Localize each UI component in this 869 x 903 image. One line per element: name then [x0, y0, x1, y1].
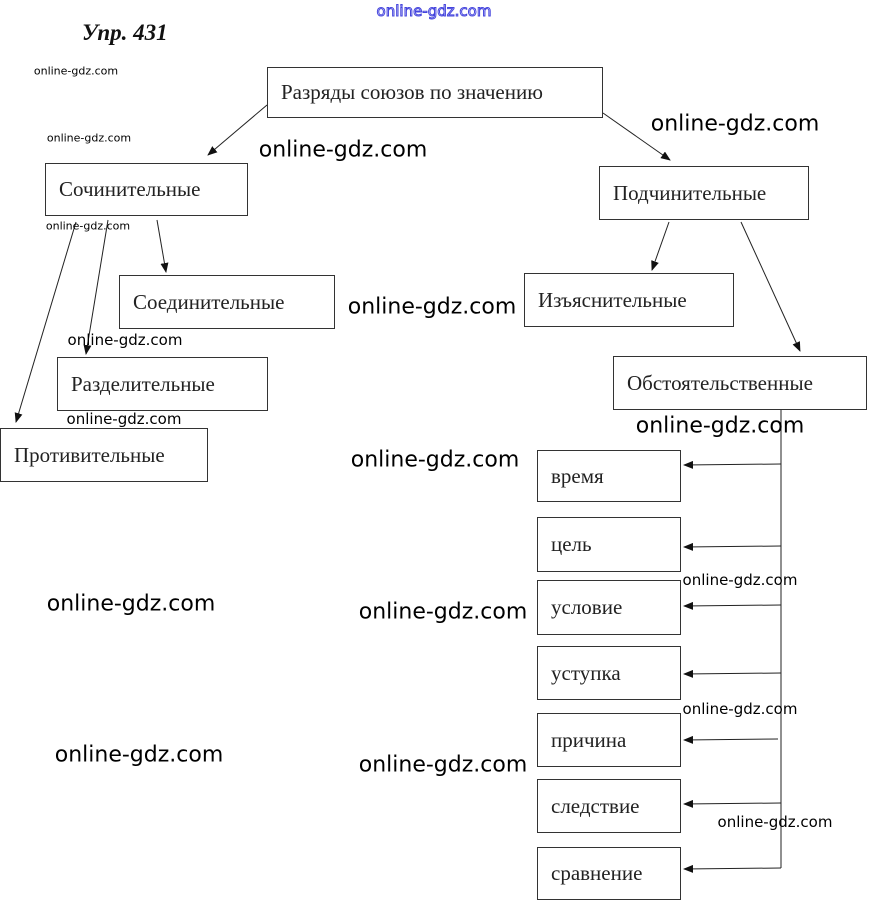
watermark: online-gdz.com — [347, 294, 517, 320]
exercise-title: Упр. 431 — [82, 20, 168, 45]
circumstantial-node: Обстоятельственные — [613, 356, 867, 410]
root-node: Разряды союзов по значению — [267, 67, 603, 118]
arrow-condition — [683, 601, 782, 610]
coordinating-node: Сочинительные — [45, 163, 248, 216]
arrow-concession — [683, 669, 782, 678]
watermark: online-gdz.com — [650, 111, 820, 137]
explanatory-node: Изъяснительные — [524, 273, 734, 327]
arrow-consequence — [683, 799, 782, 808]
arrow-purpose — [683, 542, 782, 551]
watermark: online-gdz.com — [376, 2, 492, 21]
arrow-time — [683, 460, 782, 469]
arrow-comparison — [683, 864, 782, 873]
arrow-to-adversative — [14, 221, 77, 423]
subordinating-node: Подчинительные — [599, 166, 809, 220]
watermark: online-gdz.com — [67, 331, 183, 349]
arrow-cause — [683, 735, 779, 744]
watermark: online-gdz.com — [46, 591, 216, 617]
comparison-node: сравнение — [537, 847, 681, 900]
watermark: online-gdz.com — [717, 813, 833, 831]
arrow-root-subordinating — [602, 112, 671, 161]
concession-node: уступка — [537, 646, 681, 700]
watermark: online-gdz.com — [635, 413, 805, 439]
watermark: online-gdz.com — [46, 131, 132, 145]
watermark: online-gdz.com — [33, 64, 119, 78]
time-node: время — [537, 450, 681, 502]
watermark: online-gdz.com — [358, 599, 528, 625]
arrow-to-circumstantial — [740, 221, 801, 352]
disjunctive-node: Разделительные — [57, 357, 268, 411]
watermark: online-gdz.com — [682, 571, 798, 589]
purpose-node: цель — [537, 517, 681, 572]
watermark: online-gdz.com — [54, 742, 224, 768]
adversative-node: Противительные — [0, 428, 208, 482]
watermark: online-gdz.com — [45, 219, 131, 233]
copulative-node: Соединительные — [119, 275, 335, 329]
arrow-root-coordinating — [207, 104, 268, 156]
watermark: online-gdz.com — [258, 137, 428, 163]
consequence-node: следствие — [537, 779, 681, 833]
watermark: online-gdz.com — [350, 447, 520, 473]
arrow-to-explanatory — [651, 221, 670, 271]
condition-node: условие — [537, 580, 681, 635]
watermark: online-gdz.com — [358, 752, 528, 778]
arrow-to-copulative — [156, 219, 169, 273]
arrow-to-disjunctive — [83, 219, 109, 355]
watermark: online-gdz.com — [682, 700, 798, 718]
watermark: online-gdz.com — [66, 410, 182, 428]
cause-node: причина — [537, 713, 681, 767]
